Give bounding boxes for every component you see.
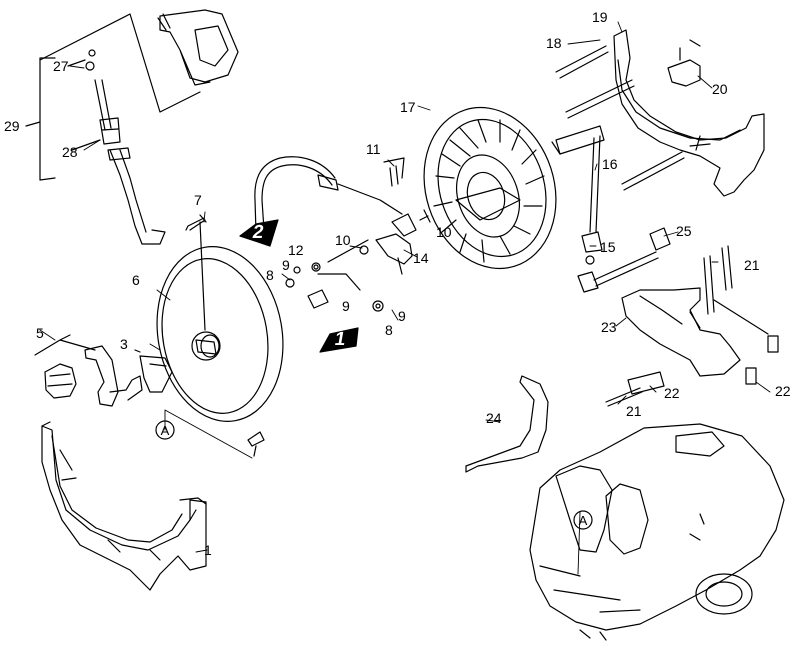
callout-22a: 22 bbox=[664, 385, 680, 401]
bracket-24 bbox=[465, 375, 549, 473]
nozzle-hose bbox=[109, 149, 166, 245]
swivel-joint bbox=[375, 213, 417, 265]
spray-gun-group bbox=[25, 9, 239, 245]
callout-3: 3 bbox=[120, 336, 128, 352]
callout-29: 29 bbox=[4, 118, 20, 134]
crank-group bbox=[34, 334, 173, 407]
callout-17: 17 bbox=[400, 99, 416, 115]
callout-14: 14 bbox=[413, 250, 429, 266]
callout-24: 24 bbox=[486, 410, 502, 426]
callout-8a: 8 bbox=[266, 267, 274, 283]
callout-9a: 9 bbox=[282, 257, 290, 273]
callout-10a: 10 bbox=[335, 232, 351, 248]
callout-22b: 22 bbox=[775, 383, 791, 399]
callout-15: 15 bbox=[600, 239, 616, 255]
callout-18: 18 bbox=[546, 35, 562, 51]
fasteners bbox=[185, 157, 431, 457]
seal-ring bbox=[85, 61, 95, 71]
callout-19: 19 bbox=[592, 9, 608, 25]
hose-drum bbox=[156, 214, 284, 422]
detail-marker-a-left: A bbox=[160, 423, 170, 438]
callout-8b: 8 bbox=[385, 322, 393, 338]
callout-7: 7 bbox=[194, 192, 202, 208]
gear bbox=[44, 363, 77, 399]
callout-20: 20 bbox=[712, 81, 728, 97]
bracket-29 bbox=[25, 57, 56, 181]
mounting-bracket bbox=[605, 245, 779, 407]
hose-group bbox=[254, 156, 403, 233]
arrow-marker-icon bbox=[239, 219, 359, 353]
callout-9c: 9 bbox=[398, 308, 406, 324]
machine-body bbox=[529, 423, 785, 641]
assembly-marker-2: 2 bbox=[250, 222, 266, 243]
callout-23: 23 bbox=[601, 319, 617, 335]
callout-28: 28 bbox=[62, 144, 78, 160]
leader-lines bbox=[39, 21, 771, 575]
callout-21b: 21 bbox=[626, 403, 642, 419]
side-frame bbox=[41, 421, 207, 591]
crank-bracket bbox=[139, 355, 173, 393]
callout-1: 1 bbox=[204, 542, 212, 558]
detail-marker-a-right: A bbox=[578, 513, 588, 528]
callout-11: 11 bbox=[366, 141, 381, 157]
callout-27: 27 bbox=[53, 58, 69, 74]
lance-nut bbox=[99, 117, 121, 145]
callout-16: 16 bbox=[602, 156, 618, 172]
side-disc bbox=[423, 106, 557, 270]
callout-5: 5 bbox=[36, 325, 44, 341]
assembly-marker-1: 1 bbox=[332, 329, 348, 350]
circle-marker-icon bbox=[155, 420, 593, 530]
callout-12: 12 bbox=[288, 242, 304, 258]
callout-25: 25 bbox=[676, 223, 692, 239]
callout-6: 6 bbox=[132, 272, 140, 288]
axle-group bbox=[551, 125, 671, 293]
spray-gun bbox=[159, 9, 239, 86]
hose bbox=[254, 156, 336, 233]
lance-tube bbox=[94, 79, 112, 131]
crank-arm bbox=[84, 345, 143, 407]
callout-9b: 9 bbox=[342, 298, 350, 314]
callout-10b: 10 bbox=[436, 224, 452, 240]
callout-21a: 21 bbox=[744, 257, 760, 273]
rear-frame bbox=[555, 29, 765, 197]
